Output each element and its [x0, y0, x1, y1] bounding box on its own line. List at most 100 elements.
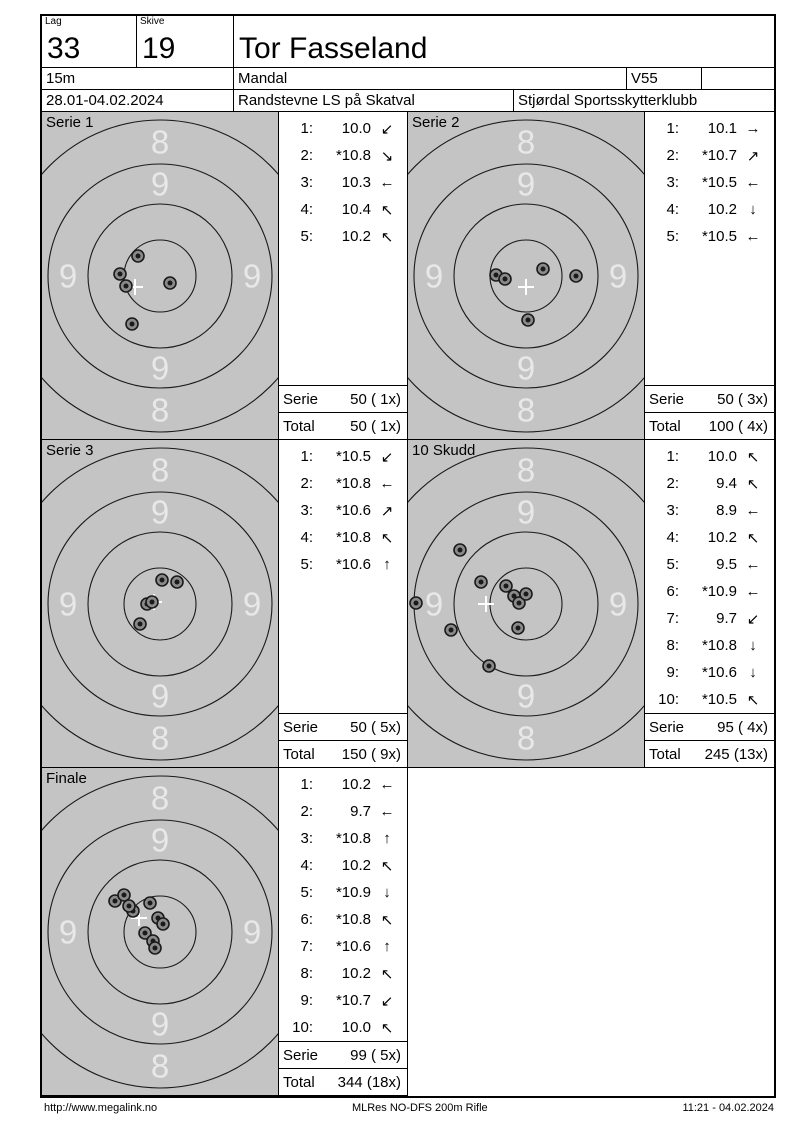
shot-number: 1: — [300, 448, 313, 465]
shot-number: 3: — [666, 502, 679, 519]
shot-row: 9:*10.6↓ — [645, 659, 774, 686]
shot-number: 4: — [300, 857, 313, 874]
shot-number: 1: — [300, 776, 313, 793]
shot-direction-arrow: ↓ — [383, 884, 391, 901]
serie-label: Serie — [283, 390, 319, 408]
shot-hole-center — [486, 663, 492, 669]
score-column: 1:*10.5↙2:*10.8←3:*10.6↗4:*10.8↖5:*10.6↑… — [278, 440, 407, 767]
club-cell: Stjørdal Sportsskytterklubb — [518, 92, 698, 109]
shooter-name-cell: Tor Fasseland — [234, 16, 774, 67]
shot-value: *10.8 — [335, 147, 371, 164]
distance-cell: 15m — [42, 68, 234, 89]
shot-value: *10.6 — [335, 938, 371, 955]
shot-direction-arrow: ↙ — [746, 610, 760, 628]
shot-direction-arrow: ← — [379, 803, 395, 820]
ring-circle — [123, 895, 197, 969]
ring-number: 8 — [151, 1048, 169, 1085]
shot-number: 2: — [300, 147, 313, 164]
shot-number: 6: — [300, 911, 313, 928]
total-value: 100 ( 4x) — [708, 417, 768, 435]
shot-value: 9.7 — [716, 610, 737, 627]
ring-circle — [453, 531, 599, 677]
shot-number: 2: — [666, 475, 679, 492]
ring-number: 9 — [243, 586, 261, 623]
result-sheet: Lag 33 Skive 19 Tor Fasseland 15m Mandal… — [40, 14, 776, 1098]
ring-number: 8 — [151, 452, 169, 489]
shot-direction-arrow: ↙ — [380, 120, 394, 138]
shot-direction-arrow: ↓ — [749, 664, 757, 681]
shot-row: 10:*10.5↖ — [645, 686, 774, 713]
shot-number: 10: — [658, 691, 679, 708]
shot-value: 10.2 — [341, 857, 371, 874]
shot-hole-center — [135, 253, 141, 259]
shot-number: 2: — [300, 475, 313, 492]
shot-direction-arrow: ← — [745, 583, 761, 600]
shot-row: 2:*10.8← — [279, 470, 407, 497]
ring-number: 9 — [609, 258, 627, 295]
shot-direction-arrow: ↖ — [380, 201, 394, 219]
shot-hole-center — [160, 921, 166, 927]
shot-hole-center — [478, 579, 484, 585]
shot-value: 10.2 — [707, 529, 737, 546]
shot-direction-arrow: ↘ — [380, 147, 394, 165]
ring-number: 9 — [151, 166, 169, 203]
class-cell: V55 — [627, 68, 702, 89]
serie-value: 50 ( 1x) — [350, 390, 401, 408]
target-title: Serie 2 — [412, 114, 460, 131]
shot-hole-center — [112, 898, 118, 904]
serie-value: 50 ( 5x) — [350, 718, 401, 736]
ring-number: 9 — [151, 494, 169, 531]
ring-circle — [87, 531, 233, 677]
lag-label: Lag — [45, 16, 62, 27]
serie-label: Serie — [649, 718, 685, 736]
shot-hole-center — [117, 271, 123, 277]
shot-hole-center — [523, 591, 529, 597]
shot-list: 1:*10.5↙2:*10.8←3:*10.6↗4:*10.8↖5:*10.6↑ — [279, 440, 407, 578]
serie-sum-row: Serie 50 ( 5x) — [279, 713, 407, 740]
shot-direction-arrow: ↖ — [746, 529, 760, 547]
serie-label: Serie — [283, 718, 319, 736]
shot-row: 3:*10.6↗ — [279, 497, 407, 524]
shot-value: *10.8 — [701, 637, 737, 654]
shot-direction-arrow: ← — [745, 174, 761, 191]
total-label: Total — [283, 417, 315, 435]
shot-row: 6:*10.8↖ — [279, 906, 407, 933]
shot-row: 6:*10.9← — [645, 578, 774, 605]
shot-hole-center — [167, 280, 173, 286]
ring-circle — [87, 203, 233, 349]
ring-number: 8 — [151, 780, 169, 817]
shot-hole-center — [129, 321, 135, 327]
ring-number: 8 — [151, 720, 169, 757]
target-title: Serie 3 — [46, 442, 94, 459]
shot-value: 8.9 — [716, 502, 737, 519]
shot-row: 2: *10.8 ↘ — [279, 142, 407, 169]
target-title: Serie 1 — [46, 114, 94, 131]
ring-number: 9 — [609, 586, 627, 623]
shot-hole-center — [126, 903, 132, 909]
shot-value: *10.8 — [335, 830, 371, 847]
shot-row: 1:10.2← — [279, 771, 407, 798]
ring-circle — [47, 819, 273, 1045]
shot-value: *10.9 — [335, 884, 371, 901]
shot-hole-center — [152, 945, 158, 951]
shot-hole-center — [413, 600, 419, 606]
serie-sum-row: Serie 50 ( 1x) — [279, 385, 407, 412]
shot-number: 4: — [666, 529, 679, 546]
score-column: 1:10.2←2:9.7←3:*10.8↑4:10.2↖5:*10.9↓6:*1… — [278, 768, 407, 1095]
shot-value: *10.6 — [701, 664, 737, 681]
shot-list: 1:10.2←2:9.7←3:*10.8↑4:10.2↖5:*10.9↓6:*1… — [279, 768, 407, 1041]
shot-row: 3:10.3← — [279, 169, 407, 196]
shooter-name: Tor Fasseland — [239, 32, 428, 65]
skive-value: 19 — [142, 32, 176, 65]
score-column: 1:10.0↖2:9.4↖3:8.9←4:10.2↖5:9.5←6:*10.9←… — [644, 440, 774, 767]
shot-direction-arrow: ↖ — [380, 965, 394, 983]
ring-number: 8 — [151, 392, 169, 429]
spacer — [645, 250, 774, 385]
ring-circle — [47, 163, 273, 389]
